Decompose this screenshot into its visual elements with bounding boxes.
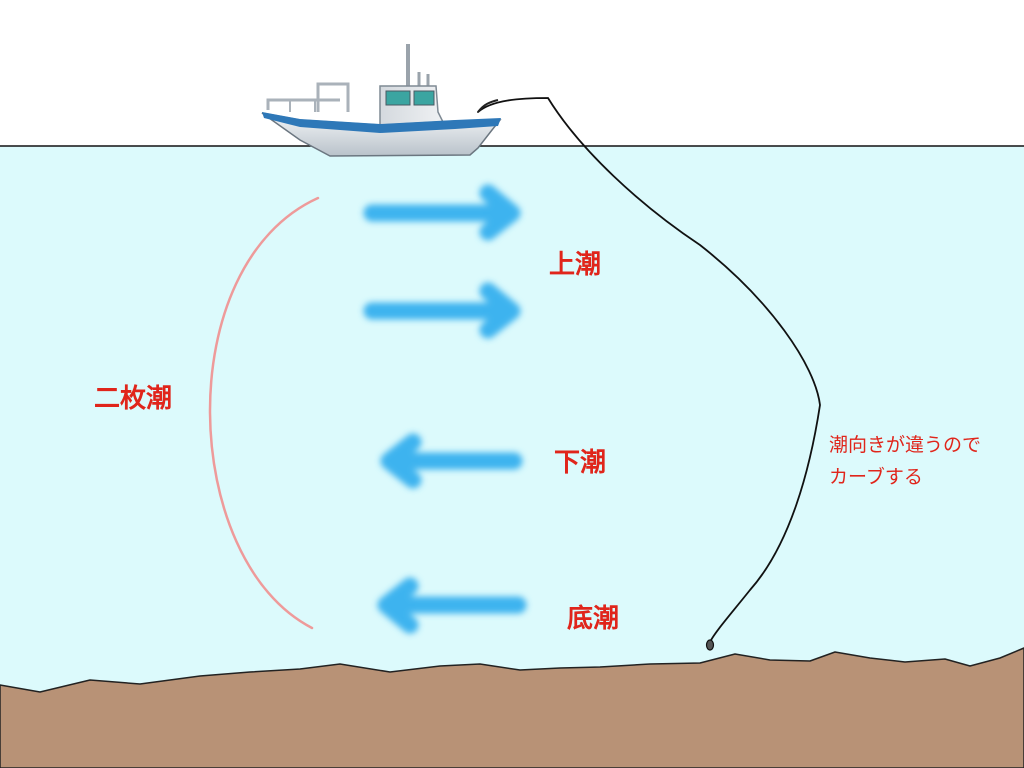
lower-current-label: 下潮: [554, 448, 607, 478]
fishing-boat-icon: [261, 44, 502, 157]
note-line-2: カーブする: [829, 466, 923, 488]
double-current-bracket: [208, 196, 320, 630]
upper-current-arrow-1: [363, 184, 521, 241]
note-line-1: 潮向きが違うので: [829, 434, 982, 456]
curve-explanation-note: 潮向きが違うので カーブする: [829, 429, 981, 493]
upper-current-arrow-2: [363, 282, 521, 339]
upper-current-label: 上潮: [549, 250, 602, 280]
bottom-current-label: 底潮: [567, 604, 620, 634]
seabed: [0, 647, 1024, 768]
fishing-line: [477, 97, 821, 643]
sinker-icon: [705, 639, 715, 651]
bottom-current-arrow: [377, 577, 527, 634]
lower-current-arrow: [380, 433, 523, 489]
double-current-label: 二枚潮: [94, 384, 173, 414]
